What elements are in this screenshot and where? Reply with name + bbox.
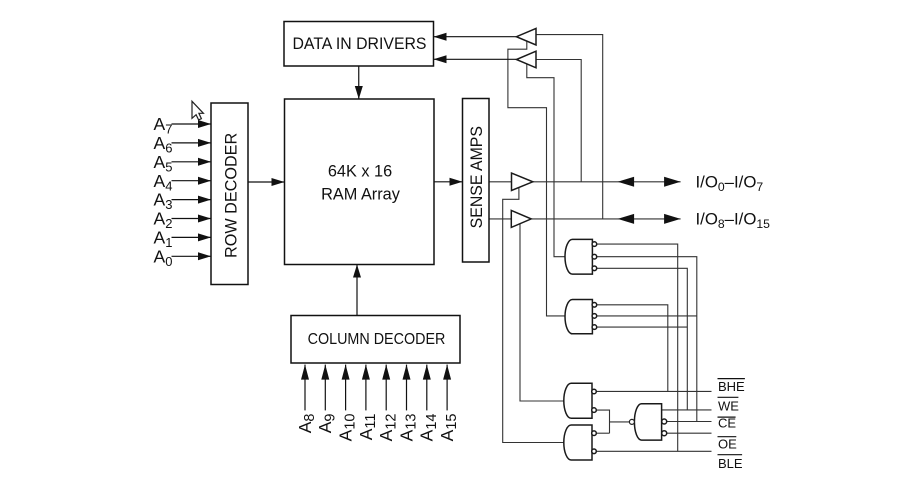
svg-text:I/O0–I/O7: I/O0–I/O7 (696, 173, 764, 194)
svg-text:RAM Array: RAM Array (321, 186, 401, 204)
svg-text:BHE: BHE (718, 379, 745, 394)
svg-text:BLE: BLE (718, 456, 743, 471)
svg-text:SENSE AMPS: SENSE AMPS (467, 126, 486, 228)
svg-text:OE: OE (718, 437, 737, 452)
svg-text:CE: CE (718, 416, 736, 431)
svg-text:ROW DECODER: ROW DECODER (222, 133, 241, 258)
svg-text:COLUMN DECODER: COLUMN DECODER (308, 331, 446, 348)
svg-text:DATA IN DRIVERS: DATA IN DRIVERS (293, 34, 427, 53)
svg-text:I/O8–I/O15: I/O8–I/O15 (696, 210, 771, 231)
svg-text:64K x 16: 64K x 16 (328, 162, 392, 180)
svg-text:A13: A13 (396, 414, 419, 442)
svg-text:WE: WE (718, 398, 739, 413)
